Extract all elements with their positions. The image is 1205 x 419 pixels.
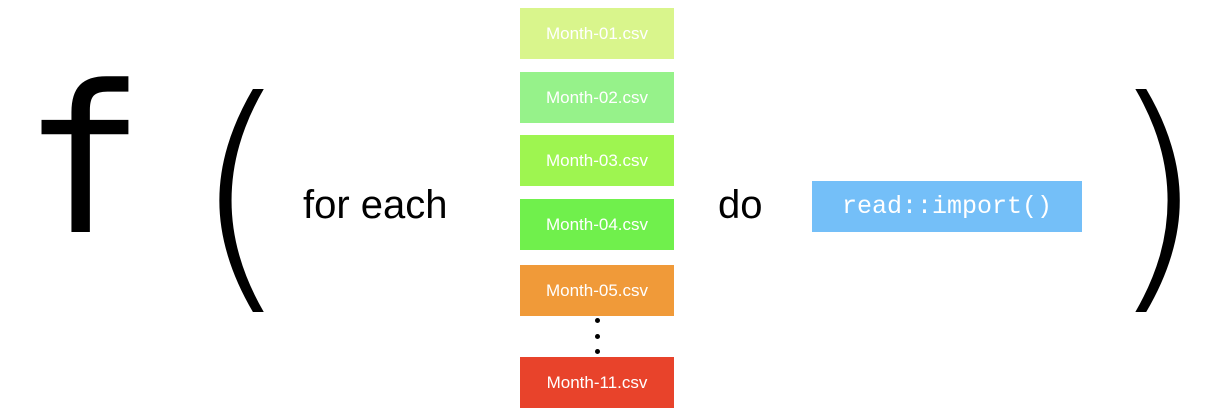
file-box-month-02: Month-02.csv [520,72,674,123]
file-box-month-03: Month-03.csv [520,135,674,186]
close-parenthesis: ) [1108,47,1205,338]
ellipsis-dot [594,333,600,339]
file-box-month-11: Month-11.csv [520,357,674,408]
file-box-month-04: Month-04.csv [520,199,674,250]
open-parenthesis: ( [192,47,290,338]
file-box-month-01: Month-01.csv [520,8,674,59]
for-each-text: for each [303,183,448,227]
file-box-month-05: Month-05.csv [520,265,674,316]
read-import-code-box: read::import() [812,181,1082,232]
ellipsis-dot [594,349,600,354]
function-symbol: f [22,43,146,281]
do-text: do [718,183,763,227]
ellipsis-dot [594,318,600,323]
vertical-ellipsis-icon [520,318,674,354]
